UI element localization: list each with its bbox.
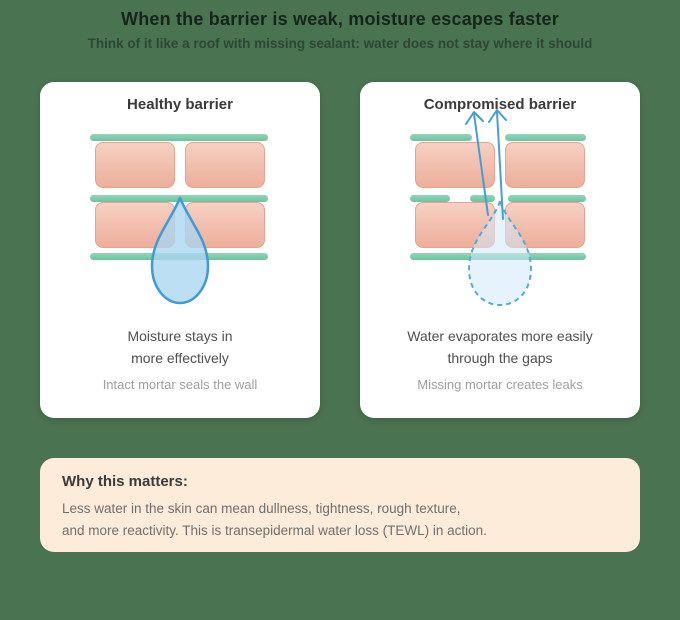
- caption-line: Moisture stays in: [127, 328, 233, 344]
- card-caption: Moisture stays in more effectively: [40, 325, 320, 369]
- card-subcaption: Intact mortar seals the wall: [102, 377, 258, 392]
- card-title: Compromised barrier: [423, 96, 577, 113]
- lipid-bar: [90, 195, 268, 202]
- lipid-bar-segment: [505, 134, 586, 141]
- lipid-bar-segment: [470, 195, 495, 202]
- callout-heading: Why this matters:: [62, 473, 188, 490]
- lipid-bar: [410, 253, 586, 260]
- skin-cell-brick: [95, 202, 175, 248]
- card-title: Healthy barrier: [127, 96, 233, 113]
- callout-body-line: Less water in the skin can mean dullness…: [62, 501, 461, 516]
- skin-cell-brick: [505, 202, 585, 248]
- compromised-barrier-card: Compromised barrier W: [360, 82, 640, 418]
- skin-cell-brick: [415, 202, 495, 248]
- skin-cell-brick: [415, 142, 495, 188]
- caption-line: more effectively: [131, 350, 229, 366]
- page-title: When the barrier is weak, moisture escap…: [121, 9, 559, 29]
- caption-line: through the gaps: [447, 350, 553, 366]
- lipid-bar: [90, 134, 268, 141]
- lipid-bar-segment: [410, 195, 450, 202]
- card-caption: Water evaporates more easily through the…: [360, 325, 640, 369]
- lipid-bar-segment: [508, 195, 586, 202]
- callout-body: Less water in the skin can mean dullness…: [62, 498, 618, 542]
- healthy-barrier-card: Healthy barrier Moisture stays in more e…: [40, 82, 320, 418]
- lipid-bar: [90, 253, 268, 260]
- skin-cell-brick: [185, 142, 265, 188]
- skin-cell-brick: [95, 142, 175, 188]
- skin-cell-brick: [185, 202, 265, 248]
- page-subtitle: Think of it like a roof with missing sea…: [87, 36, 593, 51]
- callout-body-line: and more reactivity. This is transepider…: [62, 523, 487, 538]
- card-subcaption: Missing mortar creates leaks: [417, 377, 583, 392]
- lipid-bar-segment: [410, 134, 472, 141]
- caption-line: Water evaporates more easily: [407, 328, 593, 344]
- skin-cell-brick: [505, 142, 585, 188]
- why-this-matters-callout: Why this matters: Less water in the skin…: [40, 458, 640, 552]
